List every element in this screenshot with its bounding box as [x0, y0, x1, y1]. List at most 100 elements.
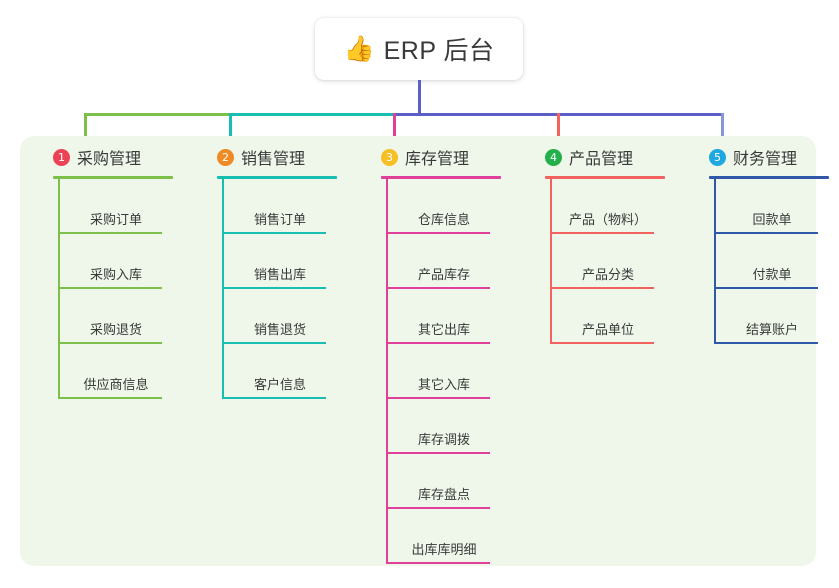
list-item-label: 仓库信息 [417, 212, 470, 227]
list-item[interactable]: 出库库明细 [386, 509, 490, 564]
list-item-label: 客户信息 [253, 377, 306, 392]
category-header[interactable]: 3 库存管理 [364, 144, 514, 170]
list-item-underline [58, 232, 162, 234]
list-item[interactable]: 销售出库 [222, 234, 326, 289]
connector-bus-segment [84, 113, 229, 116]
category-underline [709, 176, 829, 179]
list-item-underline [386, 287, 490, 289]
list-item-underline [58, 287, 162, 289]
list-item[interactable]: 产品库存 [386, 234, 490, 289]
connector-drop [393, 113, 396, 155]
category-title: 库存管理 [405, 151, 470, 168]
list-item[interactable]: 其它出库 [386, 289, 490, 344]
list-item-label: 销售出库 [253, 267, 306, 282]
list-item-label: 产品（物料） [568, 212, 647, 227]
list-item-underline [386, 452, 490, 454]
list-item-underline [222, 232, 326, 234]
connector-trunk [418, 80, 421, 116]
category-column-5: 5 财务管理回款单付款单结算账户 [692, 144, 839, 344]
category-spine [714, 179, 716, 344]
list-item-underline [550, 232, 654, 234]
category-column-3: 3 库存管理仓库信息产品库存其它出库其它入库库存调拨库存盘点出库库明细 [364, 144, 514, 564]
list-item[interactable]: 客户信息 [222, 344, 326, 399]
category-items: 产品（物料） 产品分类产品单位 [550, 179, 678, 344]
category-underline [381, 176, 501, 179]
list-item[interactable]: 采购入库 [58, 234, 162, 289]
list-item[interactable]: 销售退货 [222, 289, 326, 344]
list-item-label: 产品单位 [581, 322, 634, 337]
list-item-underline [550, 342, 654, 344]
thumbs-up-icon: 👍 [343, 34, 375, 63]
connector-bus-segment [229, 113, 393, 116]
list-item[interactable]: 库存调拨 [386, 399, 490, 454]
list-item[interactable]: 库存盘点 [386, 454, 490, 509]
category-header[interactable]: 5 财务管理 [692, 144, 839, 170]
list-item[interactable]: 采购退货 [58, 289, 162, 344]
category-items: 采购订单采购入库采购退货供应商信息 [58, 179, 186, 399]
category-title: 采购管理 [77, 151, 142, 168]
list-item[interactable]: 产品分类 [550, 234, 654, 289]
connector-drop [557, 113, 560, 155]
list-item-underline [222, 397, 326, 399]
category-items: 回款单付款单结算账户 [714, 179, 839, 344]
list-item[interactable]: 结算账户 [714, 289, 818, 344]
category-items: 仓库信息产品库存其它出库其它入库库存调拨库存盘点出库库明细 [386, 179, 514, 564]
list-item-underline [58, 342, 162, 344]
list-item-underline [58, 397, 162, 399]
list-item-label: 回款单 [752, 212, 792, 227]
list-item-label: 付款单 [752, 267, 792, 282]
list-item[interactable]: 采购订单 [58, 179, 162, 234]
list-item-label: 销售退货 [253, 322, 306, 337]
list-item-label: 产品库存 [417, 267, 470, 282]
category-title: 产品管理 [569, 151, 634, 168]
list-item[interactable]: 产品单位 [550, 289, 654, 344]
list-item-underline [714, 287, 818, 289]
list-item[interactable]: 供应商信息 [58, 344, 162, 399]
category-number-badge: 3 [381, 148, 398, 166]
content-panel [20, 136, 816, 566]
category-title: 财务管理 [733, 151, 798, 168]
category-spine [222, 179, 224, 399]
list-item-label: 产品分类 [581, 267, 634, 282]
list-item-label: 其它出库 [417, 322, 470, 337]
list-item-label: 结算账户 [745, 322, 798, 337]
list-item-underline [386, 562, 490, 564]
category-underline [217, 176, 337, 179]
list-item[interactable]: 其它入库 [386, 344, 490, 399]
list-item-label: 采购入库 [89, 267, 142, 282]
list-item-label: 库存调拨 [417, 432, 470, 447]
category-items: 销售订单销售出库销售退货客户信息 [222, 179, 350, 399]
list-item-label: 其它入库 [417, 377, 470, 392]
list-item[interactable]: 产品（物料） [550, 179, 654, 234]
list-item-label: 库存盘点 [417, 487, 470, 502]
list-item[interactable]: 回款单 [714, 179, 818, 234]
list-item-underline [386, 232, 490, 234]
list-item-underline [222, 342, 326, 344]
list-item-underline [386, 397, 490, 399]
list-item[interactable]: 仓库信息 [386, 179, 490, 234]
list-item-underline [222, 287, 326, 289]
list-item-underline [386, 342, 490, 344]
root-node[interactable]: 👍 ERP 后台 [315, 18, 523, 80]
list-item-label: 销售订单 [253, 212, 306, 227]
list-item-label: 采购退货 [89, 322, 142, 337]
list-item-underline [550, 287, 654, 289]
list-item[interactable]: 付款单 [714, 234, 818, 289]
category-spine [386, 179, 388, 564]
connector-drop [721, 113, 724, 155]
category-number-badge: 5 [709, 148, 726, 166]
list-item-underline [714, 342, 818, 344]
category-number-badge: 2 [217, 148, 234, 166]
list-item-label: 供应商信息 [83, 377, 149, 392]
list-item[interactable]: 销售订单 [222, 179, 326, 234]
connector-drop [84, 113, 87, 155]
category-underline [545, 176, 665, 179]
connector-drop [229, 113, 232, 155]
list-item-label: 出库库明细 [411, 542, 477, 557]
